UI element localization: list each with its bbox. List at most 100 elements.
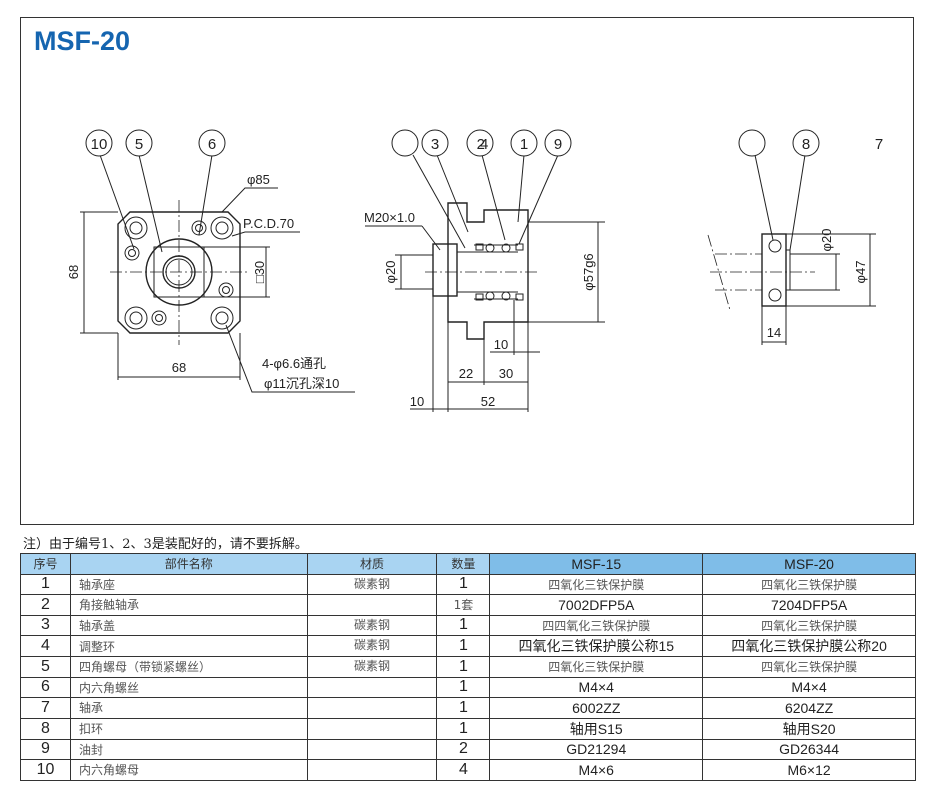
dim-30: 30: [499, 366, 513, 381]
msf20-spec: 四氧化三铁保护膜: [702, 573, 916, 595]
balloon-9: 9: [554, 136, 562, 153]
header-no: 序号: [20, 553, 71, 575]
hole-spec-1: 4-φ6.6通孔: [262, 356, 326, 371]
dim-square-30: □30: [252, 261, 267, 283]
dim-phi57g6: φ57g6: [581, 253, 596, 290]
balloon-1: 1: [520, 136, 528, 153]
quantity: 1: [436, 697, 491, 719]
msf15-spec: M4×6: [489, 759, 704, 781]
quantity: 1: [436, 676, 491, 698]
header-material: 材质: [306, 553, 438, 575]
part-name: 角接触轴承: [69, 594, 308, 616]
dim-phi47: φ47: [853, 261, 868, 284]
msf15-spec: 四氧化三铁保护膜: [489, 573, 704, 595]
side-view: 3 24 1 9 M20×1.0 φ20 φ57g6 10 22 30 10 5…: [364, 129, 605, 412]
row-number: 2: [20, 594, 71, 616]
quantity: 1: [436, 656, 491, 678]
header-name: 部件名称: [69, 553, 308, 575]
material: 碳素钢: [306, 614, 438, 636]
msf15-spec: GD21294: [489, 738, 704, 760]
front-view: 10 5 6 φ85 P.C.D.70 □30 68 68 4-φ6.6通孔 φ…: [66, 129, 355, 393]
quantity: 1: [436, 635, 491, 657]
header-qty: 数量: [436, 553, 491, 575]
dim-height-68: 68: [66, 265, 81, 279]
row-number: 8: [20, 717, 71, 740]
msf15-spec: 四氧化三铁保护膜公称15: [489, 635, 704, 657]
dim-52: 52: [481, 394, 495, 409]
msf20-spec: M4×4: [702, 676, 916, 698]
quantity: 1套: [436, 594, 491, 616]
page-title: MSF-20: [34, 26, 131, 56]
part-name: 内六角螺母: [69, 759, 308, 781]
row-number: 1: [20, 573, 71, 595]
quantity: 2: [436, 738, 491, 760]
dim-pcd70: P.C.D.70: [243, 216, 294, 231]
table-header: 序号 部件名称 材质 数量 MSF-15 MSF-20: [20, 553, 916, 575]
drawing-frame: [20, 17, 914, 525]
balloon-3: 3: [431, 136, 439, 153]
part-name: 调整环: [69, 635, 308, 657]
material: 碳素钢: [306, 573, 438, 595]
dim-phi20: φ20: [383, 261, 398, 284]
material: 碳素钢: [306, 635, 438, 657]
msf15-spec: 6002ZZ: [489, 697, 704, 719]
msf15-spec: 轴用S15: [489, 717, 704, 740]
dim-phi85: φ85: [247, 172, 270, 187]
header-msf15: MSF-15: [489, 553, 704, 575]
msf15-spec: 7002DFP5A: [489, 594, 704, 616]
dim-width-68: 68: [172, 360, 186, 375]
part-name: 油封: [69, 738, 308, 760]
msf20-spec: GD26344: [702, 738, 916, 760]
balloon-10: 10: [91, 136, 108, 153]
row-number: 7: [20, 697, 71, 719]
row-number: 6: [20, 676, 71, 698]
part-name: 扣环: [69, 717, 308, 740]
balloon-6: 6: [208, 136, 216, 153]
dim-10-seal: 10: [494, 337, 508, 352]
thread-spec: M20×1.0: [364, 210, 415, 225]
msf15-spec: 四氧化三铁保护膜: [489, 656, 704, 678]
part-name: 轴承座: [69, 573, 308, 595]
material: 碳素钢: [306, 656, 438, 678]
material: [306, 697, 438, 719]
quantity: 4: [436, 759, 491, 781]
msf20-spec: 四氧化三铁保护膜: [702, 614, 916, 636]
balloon-5: 5: [135, 136, 143, 153]
dim-14: 14: [767, 325, 781, 340]
material: [306, 676, 438, 698]
label-7: 7: [875, 136, 883, 153]
msf20-spec: 轴用S20: [702, 717, 916, 740]
dim-22: 22: [459, 366, 473, 381]
dim-10-nut: 10: [410, 394, 424, 409]
msf20-spec: 6204ZZ: [702, 697, 916, 719]
msf20-spec: M6×12: [702, 759, 916, 781]
msf20-spec: 7204DFP5A: [702, 594, 916, 616]
row-number: 5: [20, 656, 71, 678]
material: [306, 759, 438, 781]
quantity: 1: [436, 717, 491, 740]
quantity: 1: [436, 573, 491, 595]
row-number: 10: [20, 759, 71, 781]
row-number: 4: [20, 635, 71, 657]
material: [306, 717, 438, 740]
part-name: 轴承盖: [69, 614, 308, 636]
part-name: 内六角螺丝: [69, 676, 308, 698]
row-number: 9: [20, 738, 71, 760]
bearing-view: 8 7 φ20 φ47 14: [707, 129, 883, 345]
part-name: 四角螺母（带锁紧螺丝）: [69, 656, 308, 678]
msf20-spec: 四氧化三铁保护膜公称20: [702, 635, 916, 657]
row-number: 3: [20, 614, 71, 636]
header-msf20: MSF-20: [702, 553, 916, 575]
technical-drawing: 10 5 6 φ85 P.C.D.70 □30 68 68 4-φ6.6通孔 φ…: [66, 129, 883, 412]
